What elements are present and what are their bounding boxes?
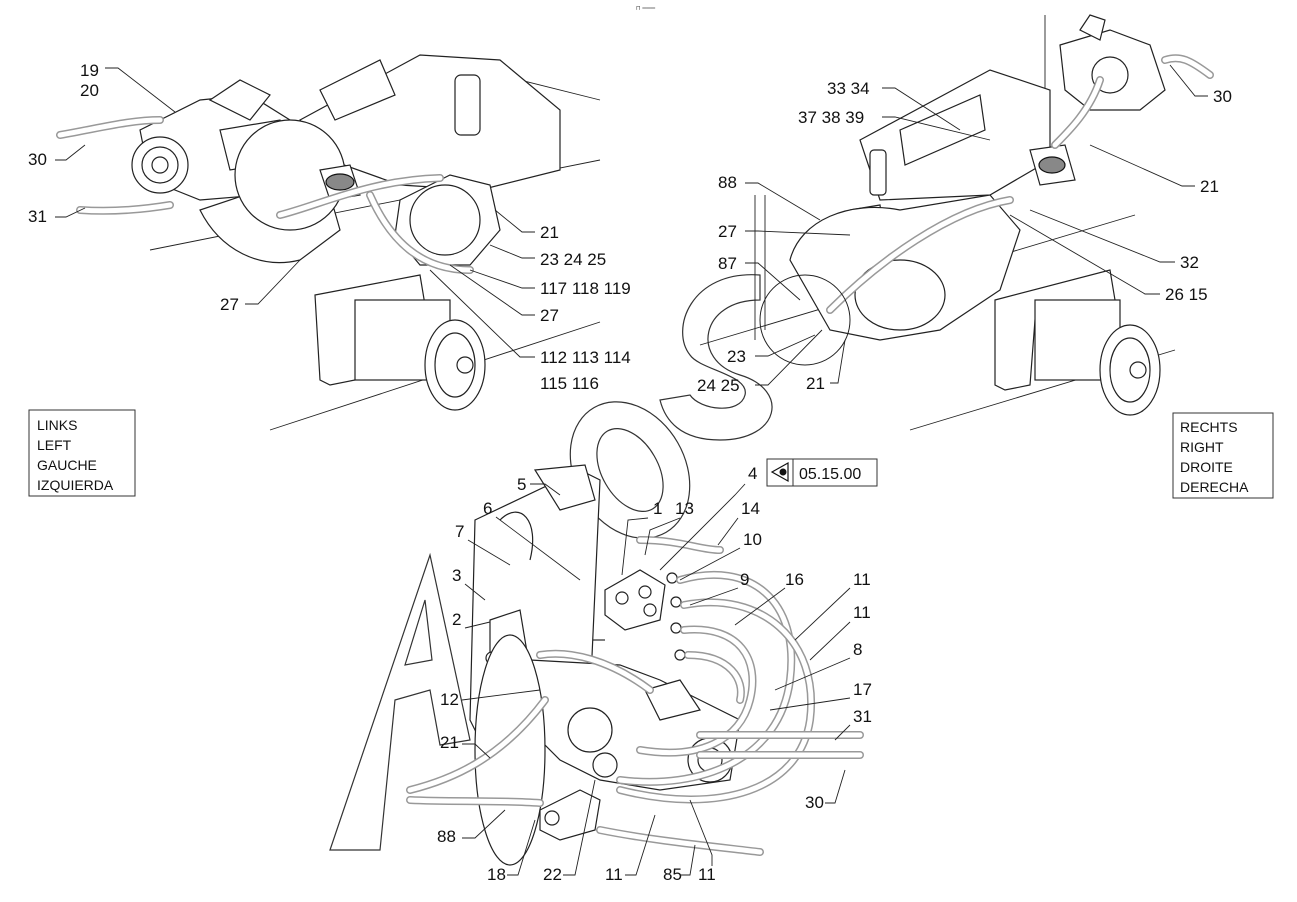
callout-37-38-39: 37 38 39 [798, 108, 864, 127]
callout-30-right: 30 [1213, 87, 1232, 106]
callout-2: 2 [452, 610, 461, 629]
callout-87: 87 [718, 254, 737, 273]
callout-6: 6 [483, 499, 492, 518]
orientation-box-left: LINKS LEFT GAUCHE IZQUIERDA [28, 409, 136, 497]
right-side-assembly [699, 14, 1214, 431]
callout-21-right-a: 21 [1200, 177, 1219, 196]
callout-8: 8 [853, 640, 862, 659]
label-droite: DROITE [1180, 459, 1233, 475]
right-callouts: 30 33 34 37 38 39 88 21 27 87 32 26 15 2… [697, 64, 1232, 395]
callout-5: 5 [517, 475, 526, 494]
label-rechts: RECHTS [1180, 419, 1238, 435]
callout-31-left: 31 [28, 207, 47, 226]
callout-27-right: 27 [718, 222, 737, 241]
callout-19: 19 [80, 61, 99, 80]
reference-code: 05.15.00 [799, 466, 861, 483]
callout-16: 16 [785, 570, 804, 589]
callout-26-15: 26 15 [1165, 285, 1208, 304]
left-side-assembly [56, 54, 601, 431]
callout-10: 10 [743, 530, 762, 549]
orientation-box-right: RECHTS RIGHT DROITE DERECHA [1172, 412, 1274, 499]
callout-32: 32 [1180, 253, 1199, 272]
callout-11-d: 11 [698, 865, 716, 884]
callout-1: 1 [653, 499, 662, 518]
callout-9: 9 [740, 570, 749, 589]
callout-14: 14 [741, 499, 760, 518]
label-right: RIGHT [1180, 439, 1224, 455]
eye-reference-icon [770, 461, 789, 483]
callout-115-116: 115 116 [540, 374, 599, 393]
callout-33-34: 33 34 [827, 79, 870, 98]
callout-21-bottom: 21 [440, 733, 459, 752]
callout-88-right: 88 [718, 173, 737, 192]
callout-27-left-b: 27 [540, 306, 559, 325]
callout-30-left: 30 [28, 150, 47, 169]
callout-30-bottom: 30 [805, 793, 824, 812]
header-mark: ⊓ ═══ [636, 6, 656, 12]
callout-18: 18 [487, 865, 506, 884]
callout-13: 13 [675, 499, 694, 518]
callout-12: 12 [440, 690, 459, 709]
label-links: LINKS [37, 417, 77, 433]
callout-85: 85 [663, 865, 682, 884]
callout-112-113-114: 112 113 114 [540, 348, 631, 367]
callout-21-right-b: 21 [806, 374, 825, 393]
callout-11-b: 11 [853, 603, 871, 622]
callout-117-118-119: 117 118 119 [540, 279, 631, 298]
left-callouts: 19 20 30 31 21 23 24 25 117 118 119 27 2… [28, 61, 631, 393]
callout-3: 3 [452, 566, 461, 585]
callout-23-24-25-left: 23 24 25 [540, 250, 606, 269]
label-left: LEFT [37, 437, 72, 453]
callout-21-left: 21 [540, 223, 559, 242]
callout-24-25-right: 24 25 [697, 376, 740, 395]
callout-17: 17 [853, 680, 872, 699]
callout-27-left-a: 27 [220, 295, 239, 314]
bottom-assembly [406, 464, 864, 866]
reference-box[interactable]: 05.15.00 [766, 458, 878, 487]
callout-7: 7 [455, 522, 464, 541]
bottom-callouts: 5 4 6 1 13 14 7 10 3 9 16 11 2 11 8 12 1… [437, 464, 872, 884]
callout-23-right: 23 [727, 347, 746, 366]
callout-22: 22 [543, 865, 562, 884]
callout-88-bottom: 88 [437, 827, 456, 846]
callout-31-bottom: 31 [853, 707, 872, 726]
callout-11-c: 11 [605, 865, 623, 884]
callout-11-a: 11 [853, 570, 871, 589]
callout-20: 20 [80, 81, 99, 100]
label-gauche: GAUCHE [37, 457, 97, 473]
label-derecha: DERECHA [1180, 479, 1249, 495]
callout-4: 4 [748, 464, 757, 483]
label-izquierda: IZQUIERDA [37, 477, 114, 493]
